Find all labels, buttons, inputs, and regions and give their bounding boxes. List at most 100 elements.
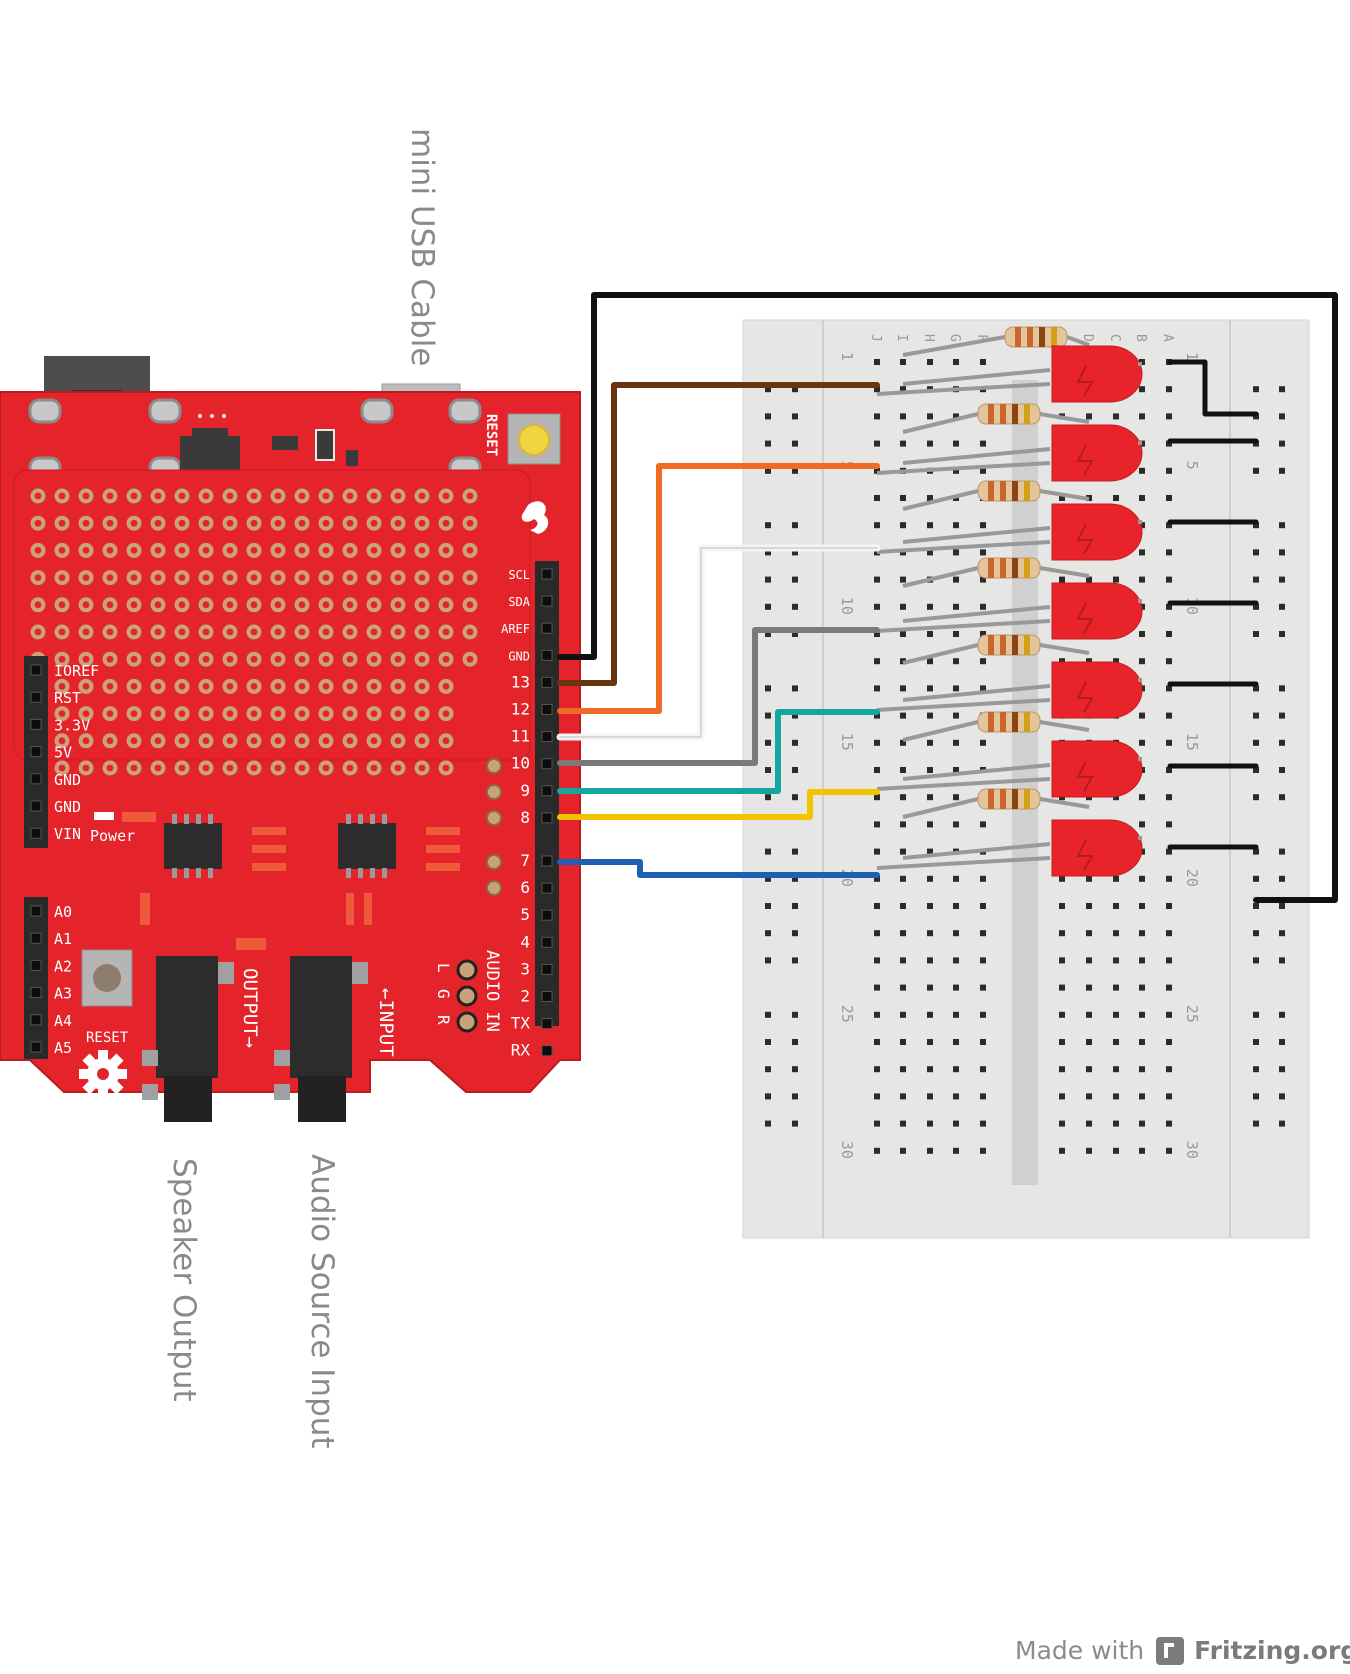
- resistor: [977, 634, 1041, 656]
- analog-header: [24, 897, 48, 1059]
- audio-in-label: AUDIO IN: [482, 950, 502, 1032]
- resistor-lead: [902, 489, 979, 511]
- right-header-label: 11: [511, 727, 530, 746]
- row-label: J: [868, 334, 883, 342]
- power-header-label: 3.3V: [54, 716, 90, 734]
- wire-gnd-jumper: [1167, 359, 1259, 417]
- power-header-label: GND: [54, 771, 81, 789]
- output-label: OUTPUT→: [239, 968, 261, 1048]
- led: [1051, 661, 1143, 719]
- header-labels: SCLSDAAREFGND1312111098765432TXRXIOREFRS…: [54, 568, 531, 1060]
- gear-icon: [79, 1050, 127, 1098]
- resistor: [977, 788, 1041, 810]
- row-label: G: [947, 334, 962, 342]
- ic-right: [338, 823, 396, 869]
- lgr-r-label: R: [434, 1015, 453, 1025]
- row-label: A: [1160, 334, 1175, 342]
- right-header-label: GND: [508, 649, 530, 663]
- usb-cable-label: mini USB Cable: [404, 128, 440, 367]
- resistor-lead: [902, 720, 979, 742]
- right-header-label: 5: [520, 905, 530, 924]
- wire-pin11-white-outline: [559, 547, 878, 738]
- power-header-label: GND: [54, 798, 81, 816]
- resistor: [977, 480, 1041, 502]
- wire-pin9-teal: [557, 709, 880, 794]
- right-header-label: 6: [520, 878, 530, 897]
- resistor: [977, 403, 1041, 425]
- column-number: 1: [838, 352, 856, 361]
- right-header-label: 4: [520, 932, 530, 951]
- output-jack: [156, 956, 218, 1078]
- resistor-lead: [902, 566, 979, 588]
- input-label: ←INPUT: [375, 988, 397, 1057]
- row-label: D: [1080, 334, 1095, 342]
- wire-pin13-brown: [557, 382, 880, 686]
- sparkfun-logo-icon: [521, 501, 549, 534]
- column-number: 10: [1183, 597, 1201, 615]
- footer-credit: Made with Fritzing.org: [1015, 1636, 1350, 1665]
- column-number: 25: [1183, 1005, 1201, 1023]
- protoboard-holes: [29, 487, 479, 777]
- lgr-l-label: L: [434, 963, 453, 973]
- column-number: 10: [838, 597, 856, 615]
- right-header-label: SCL: [508, 568, 530, 582]
- analog-header-label: A5: [54, 1039, 72, 1057]
- audio-source-input-label: Audio Source Input: [304, 1154, 340, 1449]
- reset-top-label: RESET: [483, 414, 499, 456]
- wire-pin12-orange: [557, 463, 880, 714]
- right-header-label: 2: [520, 987, 530, 1006]
- led: [1051, 819, 1143, 877]
- wire-pin8-yellow: [557, 789, 880, 820]
- resistor: [1004, 326, 1068, 348]
- led: [1051, 424, 1143, 482]
- column-number: 20: [1183, 869, 1201, 887]
- analog-header-label: A2: [54, 957, 72, 975]
- column-number: 25: [838, 1005, 856, 1023]
- column-number: 5: [1183, 461, 1201, 470]
- led-resistor-array: [876, 326, 1143, 877]
- power-header-label: 5V: [54, 744, 72, 762]
- resistor: [977, 711, 1041, 733]
- right-header-label: 12: [511, 700, 530, 719]
- right-header-label: SDA: [508, 595, 530, 609]
- resistor-lead: [902, 335, 1006, 357]
- analog-header-label: A0: [54, 903, 72, 921]
- led: [1051, 345, 1143, 403]
- wire-pin10-gray: [557, 627, 880, 766]
- right-header-label: 7: [520, 851, 530, 870]
- right-header-label: 10: [511, 754, 530, 773]
- right-header-label: 13: [511, 672, 530, 691]
- fritzing-brand: Fritzing.org: [1194, 1636, 1350, 1665]
- right-header-label: 9: [520, 781, 530, 800]
- right-header-label: AREF: [501, 622, 530, 636]
- analog-header-label: A1: [54, 930, 72, 948]
- row-label: C: [1107, 334, 1122, 342]
- right-header-label: 3: [520, 959, 530, 978]
- right-header-label: 8: [520, 808, 530, 827]
- led: [1051, 740, 1143, 798]
- right-header-label: TX: [511, 1014, 531, 1033]
- fritzing-logo-icon: [1156, 1636, 1185, 1665]
- row-label: H: [921, 334, 936, 342]
- made-with-text: Made with: [1015, 1636, 1145, 1665]
- analog-header-label: A4: [54, 1012, 72, 1030]
- led: [1051, 582, 1143, 640]
- resistor: [977, 557, 1041, 579]
- resistor-lead: [902, 797, 979, 819]
- led: [1051, 503, 1143, 561]
- power-header-label: VIN: [54, 825, 81, 843]
- right-header-label: RX: [511, 1041, 531, 1060]
- analog-header-label: A3: [54, 985, 72, 1003]
- ic-left: [164, 823, 222, 869]
- column-number: 15: [838, 733, 856, 751]
- audio-shield-board: RESET Power SCL SDA AREF GND 13 12 11 10 9 8 7 6 5 4 3…: [0, 356, 581, 1122]
- speaker-output-label: Speaker Output: [166, 1158, 202, 1402]
- column-number: 15: [1183, 733, 1201, 751]
- power-header-label: IOREF: [54, 662, 99, 680]
- wire-pin7-blue: [557, 859, 880, 878]
- power-label: Power: [90, 827, 135, 845]
- row-label: F: [974, 334, 989, 342]
- column-number: 1: [1183, 352, 1201, 361]
